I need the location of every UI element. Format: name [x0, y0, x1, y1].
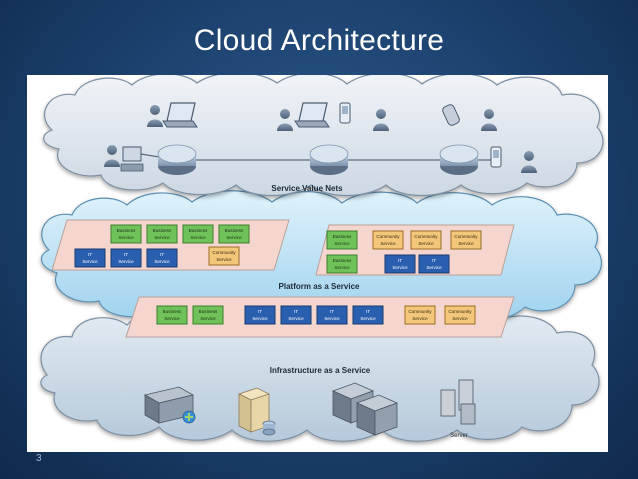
database-server-icon: [237, 387, 276, 436]
service-box-label: Service: [154, 259, 170, 264]
service-box-label: Community: [448, 309, 472, 314]
service-box-label: Service: [216, 257, 232, 262]
it-service-box: IT Service: [384, 254, 416, 274]
person-icon: [481, 109, 497, 131]
pda-icon: [339, 102, 351, 124]
it-service-box: IT Service: [146, 248, 178, 268]
service-box-label: Service: [164, 316, 180, 321]
layer-label-bottom: Infrastructure as a Service: [270, 366, 371, 375]
service-box-label: IT: [88, 252, 92, 257]
service-box-label: Service: [226, 235, 242, 240]
service-box-label: IT: [124, 252, 128, 257]
service-box-label: Service: [412, 316, 428, 321]
laptop-icon: [162, 102, 198, 128]
person-icon: [373, 109, 389, 131]
it-service-box: IT Service: [244, 305, 276, 325]
service-box-label: Service: [200, 316, 216, 321]
service-box-label: Service: [324, 316, 340, 321]
service-box-label: IT: [294, 309, 298, 314]
router-hub: [439, 144, 479, 175]
service-box-label: Business: [189, 228, 208, 233]
server-tower-icon: [440, 379, 476, 425]
person-icon: [277, 109, 293, 131]
service-box-label: IT: [366, 309, 370, 314]
it-service-box: IT Service: [352, 305, 384, 325]
service-box-label: IT: [258, 309, 262, 314]
service-box-label: Business: [333, 258, 352, 263]
it-service-box: IT Service: [110, 248, 142, 268]
service-box-label: Business: [153, 228, 172, 233]
slide-title: Cloud Architecture: [193, 24, 445, 57]
service-box-label: IT: [432, 258, 436, 263]
layer-label-middle: Platform as a Service: [279, 282, 360, 291]
service-box-label: Service: [154, 235, 170, 240]
pda-icon: [490, 146, 502, 168]
service-box-label: Service: [252, 316, 268, 321]
service-box-label: Service: [82, 259, 98, 264]
person-icon: [104, 145, 120, 167]
service-box-label: Business: [163, 309, 182, 314]
it-service-box: IT Service: [316, 305, 348, 325]
service-box-label: Service: [190, 235, 206, 240]
service-box-label: Service: [418, 241, 434, 246]
service-box-label: IT: [160, 252, 164, 257]
cloud-architecture-diagram: Service Value Nets BusinessServiceBusine…: [40, 71, 604, 442]
service-box-label: Service: [334, 241, 350, 246]
service-box-label: Service: [392, 265, 408, 270]
it-service-box: IT Service: [74, 248, 106, 268]
router-hub: [309, 144, 349, 175]
service-box-label: Service: [380, 241, 396, 246]
laptop-icon: [294, 102, 330, 128]
service-box-label: Service: [426, 265, 442, 270]
service-box-label: Service: [452, 316, 468, 321]
service-box-label: Business: [225, 228, 244, 233]
it-service-box: IT Service: [280, 305, 312, 325]
page-number: 3: [36, 453, 42, 464]
layer-label-top: Service Value Nets: [271, 184, 343, 193]
service-box-label: Community: [212, 250, 236, 255]
service-box-label: Service: [118, 235, 134, 240]
person-icon: [521, 151, 537, 173]
person-icon: [147, 105, 163, 127]
service-box-label: IT: [330, 309, 334, 314]
service-box-label: Community: [454, 234, 478, 239]
mobile-phone-icon: [442, 104, 460, 126]
service-value-cloud: [43, 71, 604, 197]
service-box-label: Service: [118, 259, 134, 264]
service-box-label: IT: [398, 258, 402, 263]
server-rack-icon: [331, 382, 399, 436]
service-box-label: Business: [333, 234, 352, 239]
it-service-box: IT Service: [418, 254, 450, 274]
desktop-computer-icon: [120, 146, 144, 172]
service-box-label: Business: [117, 228, 136, 233]
service-box-label: Community: [376, 234, 400, 239]
service-box-label: Service: [334, 265, 350, 270]
service-box-label: Community: [414, 234, 438, 239]
server-label: Server: [450, 433, 468, 439]
service-box-label: Service: [360, 316, 376, 321]
service-box-label: Service: [288, 316, 304, 321]
router-hub: [157, 144, 197, 175]
service-box-label: Business: [199, 309, 218, 314]
service-box-label: Community: [408, 309, 432, 314]
storage-server-icon: [143, 386, 196, 424]
service-box-label: Service: [458, 241, 474, 246]
